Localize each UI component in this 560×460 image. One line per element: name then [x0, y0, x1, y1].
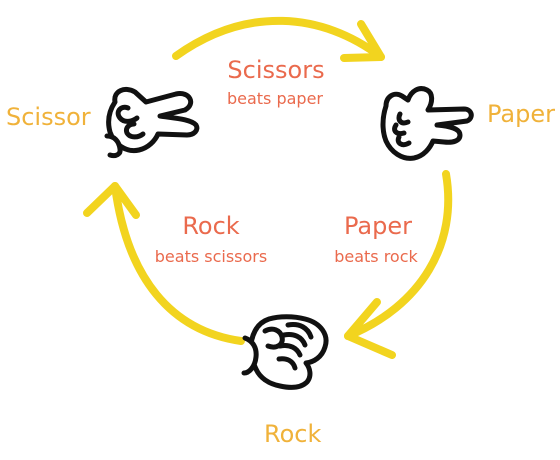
rule-scissors-title: Scissors: [227, 56, 324, 84]
paper-hand: [380, 86, 474, 161]
label-rock: Rock: [264, 420, 321, 448]
paper-hand-fingers: [392, 111, 412, 148]
scissors-hand-fold: [124, 121, 146, 140]
scissors-hand-thumb: [115, 104, 140, 124]
rule-paper-title: Paper: [344, 212, 412, 240]
rule-rock-title: Rock: [182, 212, 239, 240]
scissors-hand: [104, 86, 200, 159]
label-paper: Paper: [487, 100, 555, 128]
arrow-rock-to-scissors: [111, 182, 245, 345]
rule-rock-subtitle: beats scissors: [155, 247, 267, 266]
rule-scissors-subtitle: beats paper: [227, 89, 323, 108]
arrows: [83, 16, 453, 359]
scissors-hand-cuff: [104, 133, 123, 159]
arrow-paper-to-rock-head: [344, 298, 396, 359]
arrow-scissors-to-paper: [172, 16, 385, 61]
rule-paper-subtitle: beats rock: [334, 247, 418, 266]
arrow-scissors-to-paper-head: [340, 20, 385, 62]
arrow-paper-to-rock: [344, 170, 453, 340]
rock-hand-cuff: [241, 335, 259, 376]
rock-hand-fingers: [276, 322, 314, 371]
arrow-rock-to-scissors-head: [83, 182, 140, 219]
rock-hand: [241, 314, 329, 390]
label-scissor: Scissor: [6, 103, 91, 131]
rock-hand-thumb: [262, 326, 285, 350]
